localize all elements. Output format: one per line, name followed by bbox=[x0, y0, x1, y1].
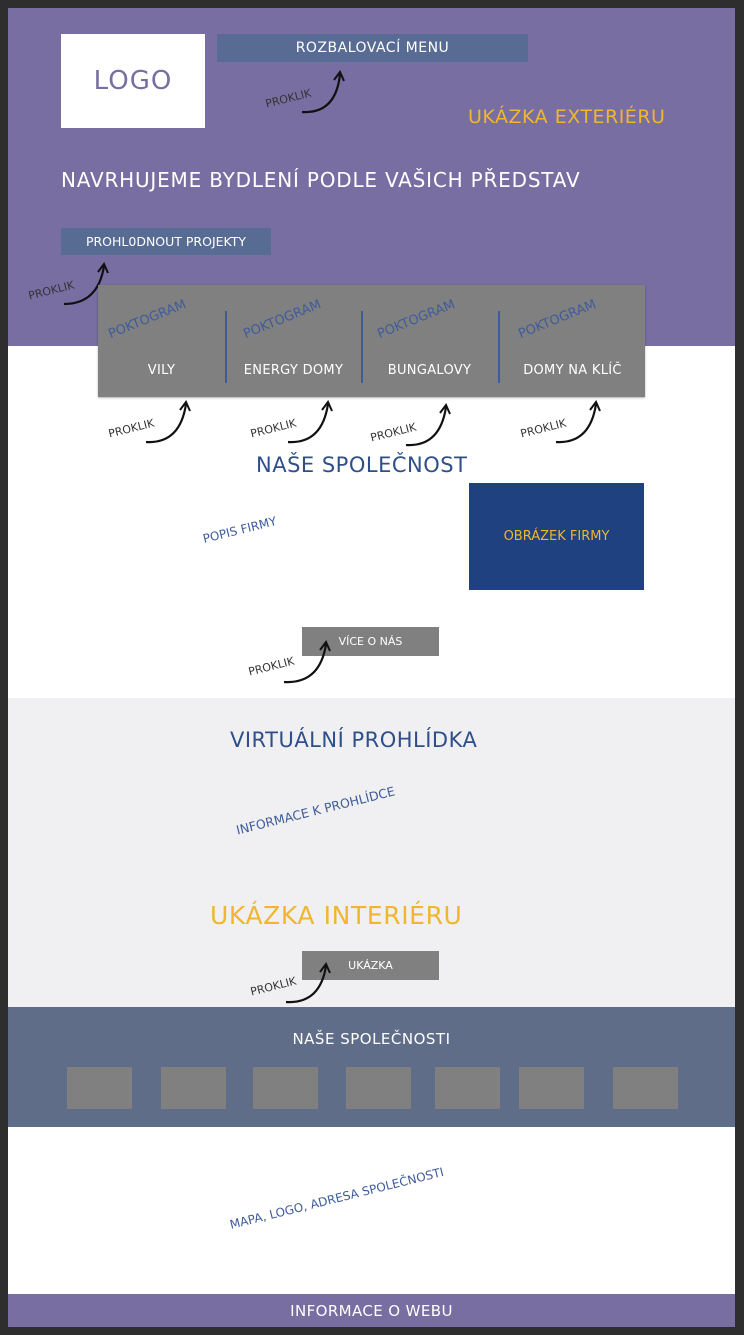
dropdown-menu[interactable]: ROZBALOVACÍ MENU bbox=[217, 34, 528, 62]
company-heading: NAŠE SPOLEČNOST bbox=[256, 453, 468, 477]
company-logo-placeholder[interactable] bbox=[519, 1067, 584, 1109]
arrow-icon bbox=[284, 960, 334, 1014]
category-energy-domy[interactable]: POKTOGRAM ENERGY DOMY bbox=[227, 285, 360, 397]
logo[interactable]: LOGO bbox=[61, 34, 205, 128]
hero-title: NAVRHUJEME BYDLENÍ PODLE VAŠICH PŘEDSTAV bbox=[61, 168, 581, 192]
category-label: VILY bbox=[147, 363, 176, 378]
company-logo-placeholder[interactable] bbox=[161, 1067, 226, 1109]
category-label: ENERGY DOMY bbox=[243, 363, 344, 378]
virtual-tour-heading: VIRTUÁLNÍ PROHLÍDKA bbox=[230, 728, 478, 752]
arrow-icon bbox=[60, 260, 110, 314]
pictogram-placeholder: POKTOGRAM bbox=[106, 297, 189, 342]
pictogram-placeholder: POKTOGRAM bbox=[375, 297, 458, 342]
arrow-icon bbox=[284, 398, 334, 452]
category-bar: POKTOGRAM VILY POKTOGRAM ENERGY DOMY POK… bbox=[98, 285, 645, 397]
category-label: DOMY NA KLÍČ bbox=[523, 363, 622, 378]
divider bbox=[361, 311, 363, 383]
pictogram-placeholder: POKTOGRAM bbox=[516, 297, 599, 342]
footer-map-area bbox=[8, 1127, 735, 1294]
company-logo-placeholder[interactable] bbox=[67, 1067, 132, 1109]
company-logo-placeholder[interactable] bbox=[435, 1067, 500, 1109]
category-bungalovy[interactable]: POKTOGRAM BUNGALOVY bbox=[363, 285, 496, 397]
arrow-icon bbox=[142, 398, 192, 452]
divider bbox=[225, 311, 227, 383]
arrow-icon bbox=[282, 638, 332, 692]
wireframe-page: LOGO ROZBALOVACÍ MENU PROKLIK UKÁZKA EXT… bbox=[8, 8, 735, 1327]
company-logo-placeholder[interactable] bbox=[613, 1067, 678, 1109]
exterior-link[interactable]: UKÁZKA EXTERIÉRU bbox=[468, 106, 666, 128]
pictogram-placeholder: POKTOGRAM bbox=[241, 297, 324, 342]
arrow-icon bbox=[402, 401, 452, 455]
arrow-icon bbox=[552, 398, 602, 452]
company-logo-placeholder[interactable] bbox=[346, 1067, 411, 1109]
arrow-icon bbox=[298, 68, 348, 122]
our-companies-heading: NAŠE SPOLEČNOSTI bbox=[292, 1030, 451, 1048]
category-label: BUNGALOVY bbox=[387, 363, 472, 378]
category-vily[interactable]: POKTOGRAM VILY bbox=[98, 285, 225, 397]
divider bbox=[498, 311, 500, 383]
view-projects-button[interactable]: PROHL0DNOUT PROJEKTY bbox=[61, 228, 271, 255]
company-description: POPIS FIRMY bbox=[201, 514, 278, 546]
category-domy-na-klic[interactable]: POKTOGRAM DOMY NA KLÍČ bbox=[500, 285, 645, 397]
button-label: VÍCE O NÁS bbox=[338, 635, 403, 648]
company-logo-placeholder[interactable] bbox=[253, 1067, 318, 1109]
interior-heading[interactable]: UKÁZKA INTERIÉRU bbox=[210, 901, 463, 930]
web-info-bar: INFORMACE O WEBU bbox=[8, 1294, 735, 1327]
company-image: OBRÁZEK FIRMY bbox=[469, 483, 644, 590]
button-label: UKÁZKA bbox=[348, 959, 393, 972]
